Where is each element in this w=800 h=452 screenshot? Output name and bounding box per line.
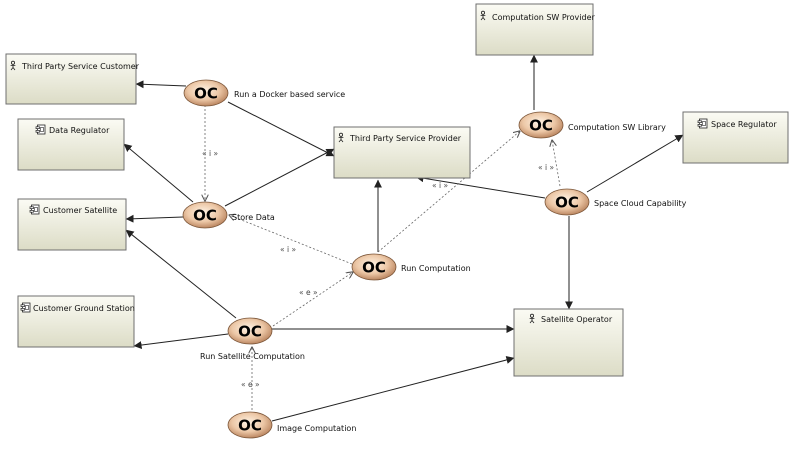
edge-store-to-data-regulator xyxy=(123,143,194,203)
stereo-include-docker-store: « i » xyxy=(202,149,218,158)
edge-docker-to-customer xyxy=(135,80,187,89)
connectors xyxy=(123,54,684,422)
node-label: Third Party Service Customer xyxy=(21,62,140,71)
node-label: Satellite Operator xyxy=(541,315,613,324)
extend-runsat-to-runcomp xyxy=(272,272,353,327)
node-label: Computation SW Provider xyxy=(492,13,596,22)
capability-label: Run Computation xyxy=(401,264,471,273)
edge-docker-to-provider xyxy=(227,101,335,157)
stereotype-labels: « i » « i » « i » « i » « e » « e » xyxy=(202,149,554,389)
capability-run-satellite-computation[interactable]: OC Run Satellite Computation xyxy=(200,317,305,361)
oc-icon: OC xyxy=(194,85,218,103)
oc-icon: OC xyxy=(238,417,262,435)
capability-label: Computation SW Library xyxy=(568,123,666,132)
capability-run-docker[interactable]: OC Run a Docker based service xyxy=(183,79,345,107)
node-space-regulator[interactable]: Space Regulator xyxy=(682,111,789,164)
component-icon xyxy=(29,204,40,215)
capability-run-computation[interactable]: OC Run Computation xyxy=(351,253,471,281)
dependency-connectors xyxy=(205,105,561,410)
capability-computation-sw-library[interactable]: OC Computation SW Library xyxy=(518,111,666,139)
component-icon xyxy=(35,124,46,135)
stereo-include-runcomp-swlib: « i » xyxy=(432,181,448,190)
oc-icon: OC xyxy=(193,207,217,225)
node-label: Customer Ground Station xyxy=(33,304,135,313)
oc-icon: OC xyxy=(555,194,579,212)
capability-store-data[interactable]: OC Store Data xyxy=(182,201,275,229)
stereo-extend-image-runsat: « e » xyxy=(241,380,260,389)
node-satellite-operator[interactable]: Satellite Operator xyxy=(513,308,624,377)
node-label: Space Regulator xyxy=(711,120,777,129)
node-data-regulator[interactable]: Data Regulator xyxy=(17,118,125,171)
component-icon xyxy=(697,118,708,129)
capability-label: Store Data xyxy=(232,213,275,222)
stereo-include-cloud-swlib: « i » xyxy=(538,163,554,172)
edge-cloud-to-provider xyxy=(415,174,546,199)
oc-icon: OC xyxy=(238,323,262,341)
node-customer-satellite[interactable]: Customer Satellite xyxy=(17,198,127,251)
node-label: Data Regulator xyxy=(49,126,110,135)
node-third-party-service-provider[interactable]: Third Party Service Provider xyxy=(333,126,471,179)
node-third-party-service-customer[interactable]: Third Party Service Customer xyxy=(5,53,140,105)
capability-space-cloud[interactable]: OC Space Cloud Capability xyxy=(544,188,687,216)
edge-image-to-satellite-operator xyxy=(271,356,515,422)
node-label: Customer Satellite xyxy=(43,206,117,215)
component-icon xyxy=(20,302,31,313)
oc-icon: OC xyxy=(529,117,553,135)
edge-runsat-to-ground-station xyxy=(133,333,229,350)
oc-icon: OC xyxy=(362,259,386,277)
edge-store-to-customer-satellite xyxy=(125,214,184,223)
capability-label: Space Cloud Capability xyxy=(594,199,687,208)
include-runcomp-to-store xyxy=(229,215,353,265)
edge-cloud-to-space-regulator xyxy=(586,134,684,193)
stereo-include-runcomp-store: « i » xyxy=(280,245,296,254)
capability-image-computation[interactable]: OC Image Computation xyxy=(227,411,356,439)
node-computation-sw-provider[interactable]: Computation SW Provider xyxy=(475,3,596,56)
capability-label: Run Satellite Computation xyxy=(200,352,305,361)
capability-label: Run a Docker based service xyxy=(234,90,345,99)
node-customer-ground-station[interactable]: Customer Ground Station xyxy=(17,295,135,348)
edge-store-to-provider xyxy=(224,148,335,207)
edge-runsat-to-customer-satellite xyxy=(125,229,237,319)
capability-label: Image Computation xyxy=(277,424,356,433)
node-label: Third Party Service Provider xyxy=(349,134,462,143)
include-runcomp-to-swlib xyxy=(377,131,520,253)
stereo-extend-runsat-runcomp: « e » xyxy=(299,288,318,297)
